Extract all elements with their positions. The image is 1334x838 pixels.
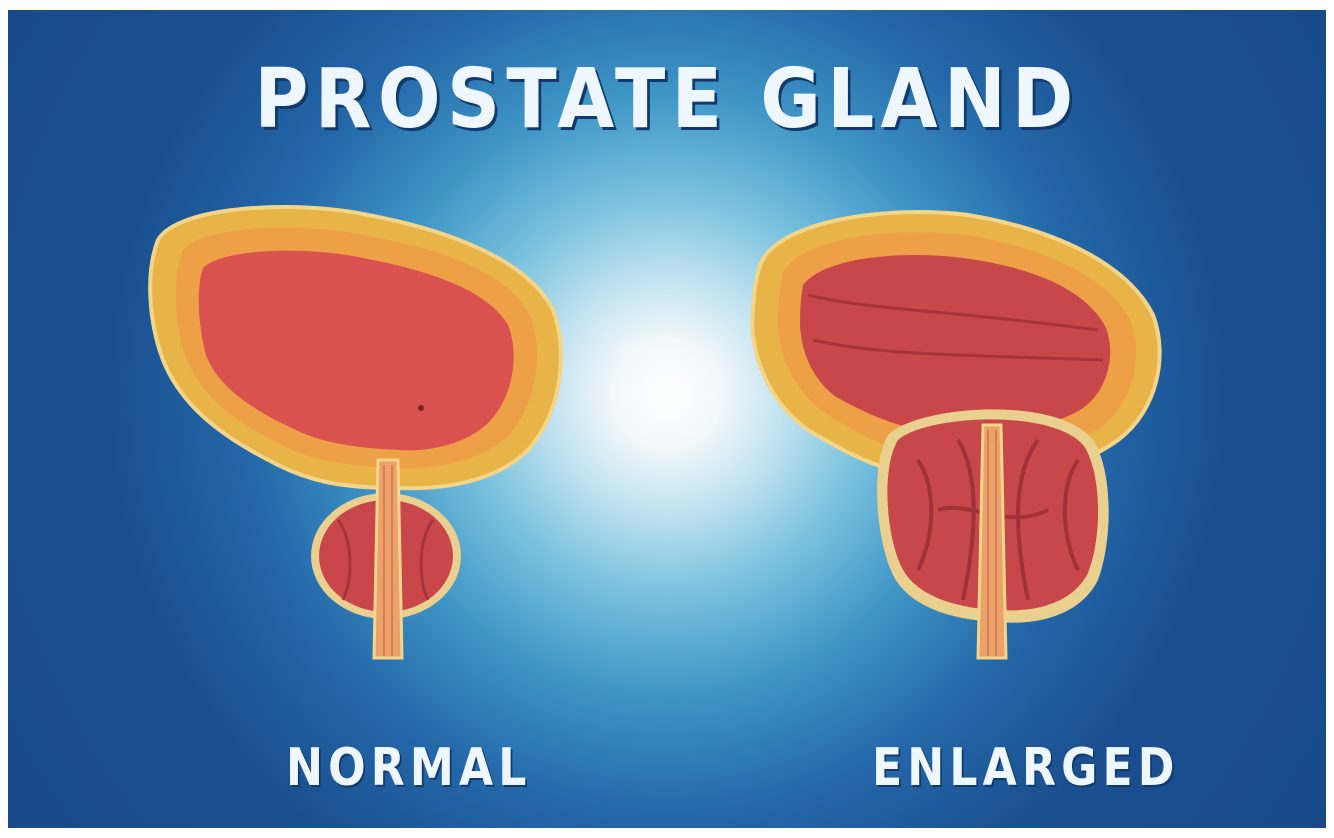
diagram-canvas: PROSTATE GLAND (8, 10, 1326, 828)
normal-prostate-illustration (150, 207, 561, 658)
normal-label: NORMAL (286, 738, 532, 798)
enlarged-prostate-illustration (752, 212, 1159, 658)
anatomy-illustration (8, 10, 1326, 828)
normal-urethra (374, 460, 402, 658)
enlarged-urethra (978, 425, 1006, 658)
enlarged-label: ENLARGED (872, 738, 1180, 798)
